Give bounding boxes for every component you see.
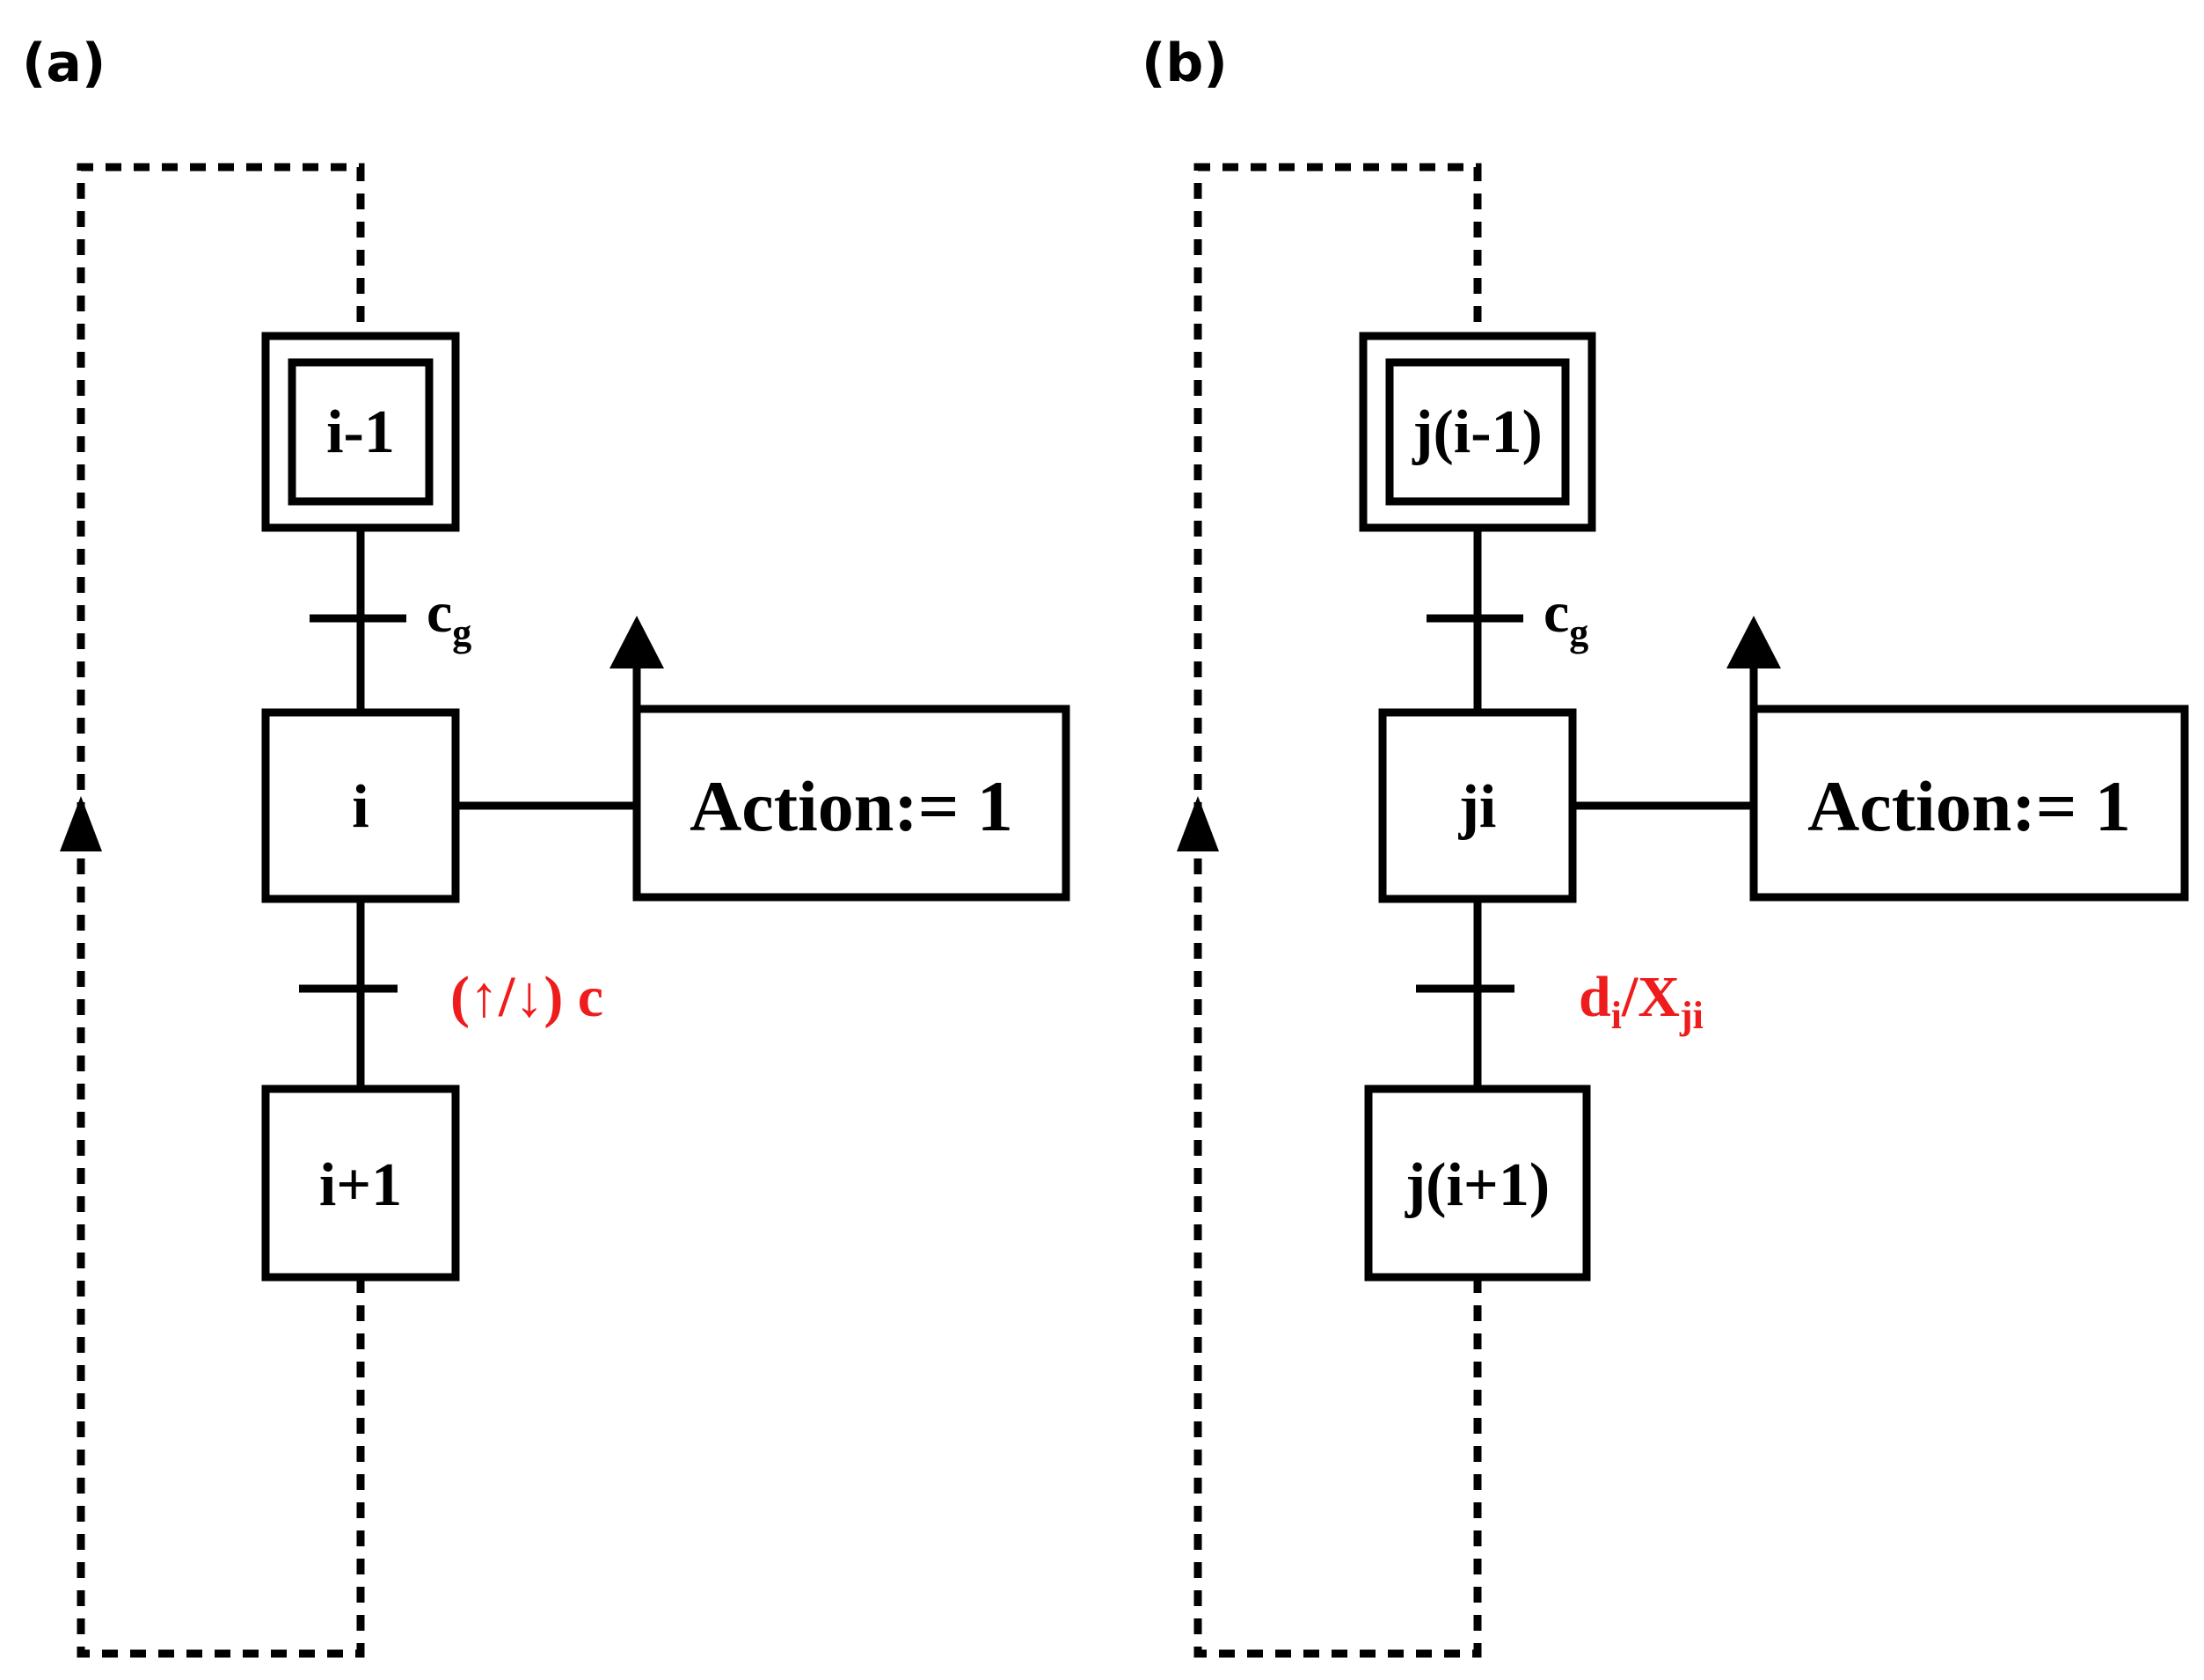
panel-a-return-loop	[77, 163, 365, 1658]
panel-b-step-prev-label: j(i-1)	[1412, 398, 1543, 466]
panel-a-label: (a)	[22, 33, 106, 94]
panel-a-step-prev-label: i-1	[326, 398, 395, 466]
panel-b-guard-sub: g	[1569, 611, 1588, 654]
panel-b-action-label: Action:= 1	[1807, 766, 2131, 846]
panel-a-step-current-label: i	[352, 773, 369, 841]
panel-a-initial-step-inner	[288, 358, 434, 506]
panel-b-guard-base: c	[1544, 581, 1569, 645]
panel-b-step-next-label: j(i+1)	[1405, 1151, 1550, 1219]
panel-a-transition-condition: (↑/↓) c	[450, 965, 603, 1029]
panel-a: (a) i-1 i i+1 cg (↑/↓) c Action:= 1	[22, 33, 1070, 1658]
panel-b-transition-base: d	[1579, 965, 1611, 1029]
panel-a-action-box	[632, 705, 1070, 902]
panel-b: (b) j(i-1) ji j(i+1) cg di/Xji Action:= …	[1142, 33, 2189, 1658]
panel-a-next-step	[261, 1085, 460, 1282]
panel-b-transition-sep: /X	[1621, 965, 1680, 1029]
panel-a-action-label: Action:= 1	[690, 766, 1013, 846]
panel-b-next-step	[1364, 1085, 1591, 1282]
panel-b-action-arrow-icon	[1726, 616, 1781, 668]
panel-b-step-current-label: ji	[1458, 773, 1497, 841]
panel-a-guard-base: c	[427, 581, 452, 645]
panel-b-transition-condition: di/Xji	[1579, 965, 1704, 1037]
panel-b-return-loop	[1193, 163, 1482, 1658]
panel-b-transition-sub: i	[1611, 994, 1622, 1037]
panel-b-transition-sub2: ji	[1679, 994, 1704, 1037]
panel-a-loop-arrow-icon	[60, 796, 102, 851]
panel-b-label: (b)	[1142, 33, 1228, 94]
panel-a-step-next-label: i+1	[319, 1151, 402, 1219]
panel-b-guard-condition: cg	[1544, 581, 1588, 654]
panel-a-guard-sub: g	[452, 611, 471, 654]
panel-a-guard-condition: cg	[427, 581, 471, 654]
panel-a-action-arrow-icon	[609, 616, 664, 668]
panel-a-current-step	[261, 708, 460, 903]
panel-b-initial-step-inner	[1385, 358, 1570, 506]
panel-b-loop-arrow-icon	[1177, 796, 1219, 851]
panel-b-action-box	[1749, 705, 2189, 902]
